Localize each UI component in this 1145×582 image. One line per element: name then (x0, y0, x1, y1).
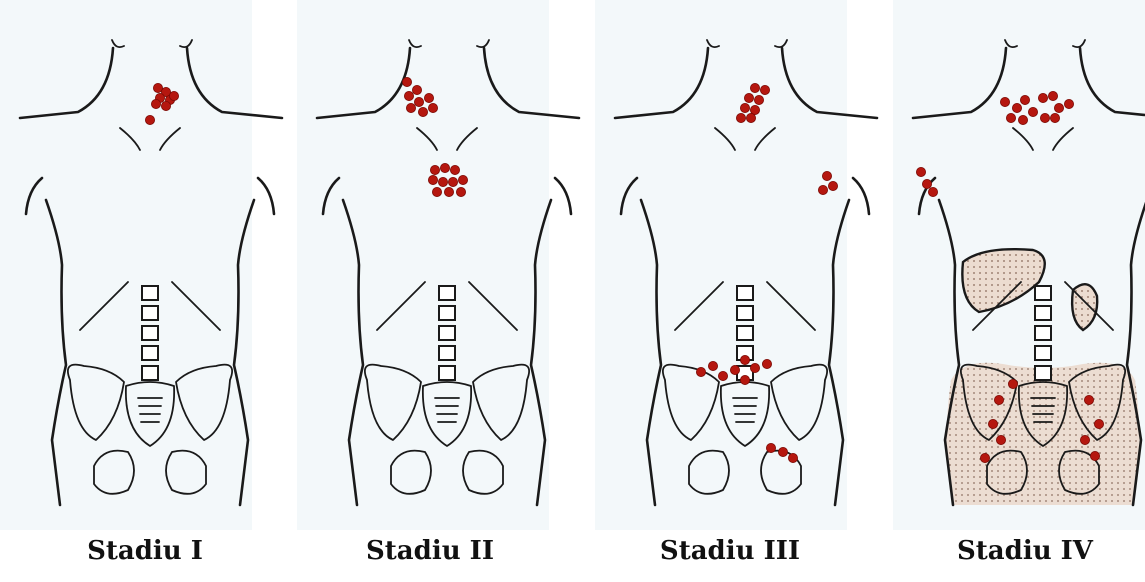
lymph-node (161, 101, 170, 110)
vertebra (737, 306, 753, 320)
lymph-node (438, 177, 447, 186)
lymph-node (822, 171, 831, 180)
lymph-node (828, 181, 837, 190)
vertebra (439, 286, 455, 300)
lymph-node (754, 95, 763, 104)
panel-stadiu-4 (893, 0, 1145, 530)
lymph-node (1040, 113, 1049, 122)
lymph-node (450, 165, 459, 174)
lymph-node (1038, 93, 1047, 102)
lymph-node (151, 99, 160, 108)
vertebra (737, 286, 753, 300)
vertebra (1035, 346, 1051, 360)
panel-background (297, 0, 549, 530)
panel-background (0, 0, 252, 530)
lymph-node (412, 85, 421, 94)
vertebra (439, 306, 455, 320)
lymph-node (169, 91, 178, 100)
lymph-node (746, 113, 755, 122)
pelvic-shading (946, 363, 1139, 505)
panel-stadiu-2 (297, 0, 579, 530)
panel-background (595, 0, 847, 530)
vertebra (439, 346, 455, 360)
lymph-node (744, 93, 753, 102)
lymph-node (718, 371, 727, 380)
lymph-node (404, 91, 413, 100)
lymph-node (1028, 107, 1037, 116)
lymph-node (730, 365, 739, 374)
lymph-node (750, 83, 759, 92)
lymph-node (1018, 115, 1027, 124)
lymph-node (448, 177, 457, 186)
vertebra (439, 366, 455, 380)
lymph-node (928, 187, 937, 196)
lymph-node (440, 163, 449, 172)
lymph-node (444, 187, 453, 196)
lymph-node (1048, 91, 1057, 100)
vertebra (1035, 326, 1051, 340)
lymph-node (1012, 103, 1021, 112)
lymph-node (1084, 395, 1093, 404)
lymph-node (766, 443, 775, 452)
lymph-node (760, 85, 769, 94)
lymph-node (996, 435, 1005, 444)
lymph-node (406, 103, 415, 112)
vertebra (1035, 366, 1051, 380)
lymph-node (788, 453, 797, 462)
lymph-node (428, 175, 437, 184)
lymph-node (458, 175, 467, 184)
lymph-node (1054, 103, 1063, 112)
vertebra (142, 346, 158, 360)
lymph-node (1064, 99, 1073, 108)
lymph-node (708, 361, 717, 370)
lymph-node (1008, 379, 1017, 388)
lymph-node (432, 187, 441, 196)
lymph-node (1006, 113, 1015, 122)
lymph-node (778, 447, 787, 456)
vertebra (1035, 306, 1051, 320)
lymph-node (402, 77, 411, 86)
lymph-node (818, 185, 827, 194)
lymph-node (916, 167, 925, 176)
lymph-node (994, 395, 1003, 404)
vertebra (439, 326, 455, 340)
caption-stadiu-2: Stadiu II (340, 534, 520, 568)
lymph-node (430, 165, 439, 174)
lymph-node (418, 107, 427, 116)
caption-stadiu-4: Stadiu IV (935, 534, 1115, 568)
vertebra (142, 286, 158, 300)
lymph-node (696, 367, 705, 376)
vertebra (1035, 286, 1051, 300)
lymph-node (1020, 95, 1029, 104)
vertebra (737, 326, 753, 340)
vertebra (142, 306, 158, 320)
lymph-node (736, 113, 745, 122)
lymph-node (750, 363, 759, 372)
lymph-node (1050, 113, 1059, 122)
panel-stadiu-1 (0, 0, 282, 530)
lymph-node (1080, 435, 1089, 444)
caption-stadiu-1: Stadiu I (55, 534, 235, 568)
lymph-node (988, 419, 997, 428)
lymph-node (424, 93, 433, 102)
lymph-node (428, 103, 437, 112)
lymph-node (1090, 451, 1099, 460)
lymph-node (145, 115, 154, 124)
panel-stadiu-3 (595, 0, 877, 530)
vertebra (142, 366, 158, 380)
lymph-node (980, 453, 989, 462)
lymph-node (740, 355, 749, 364)
lymph-node (456, 187, 465, 196)
lymph-node (922, 179, 931, 188)
lymph-node (1094, 419, 1103, 428)
lymph-node (740, 103, 749, 112)
lymph-node (762, 359, 771, 368)
lymph-node (1000, 97, 1009, 106)
lymph-node (414, 97, 423, 106)
lymph-node (740, 375, 749, 384)
caption-stadiu-3: Stadiu III (640, 534, 820, 568)
vertebra (142, 326, 158, 340)
